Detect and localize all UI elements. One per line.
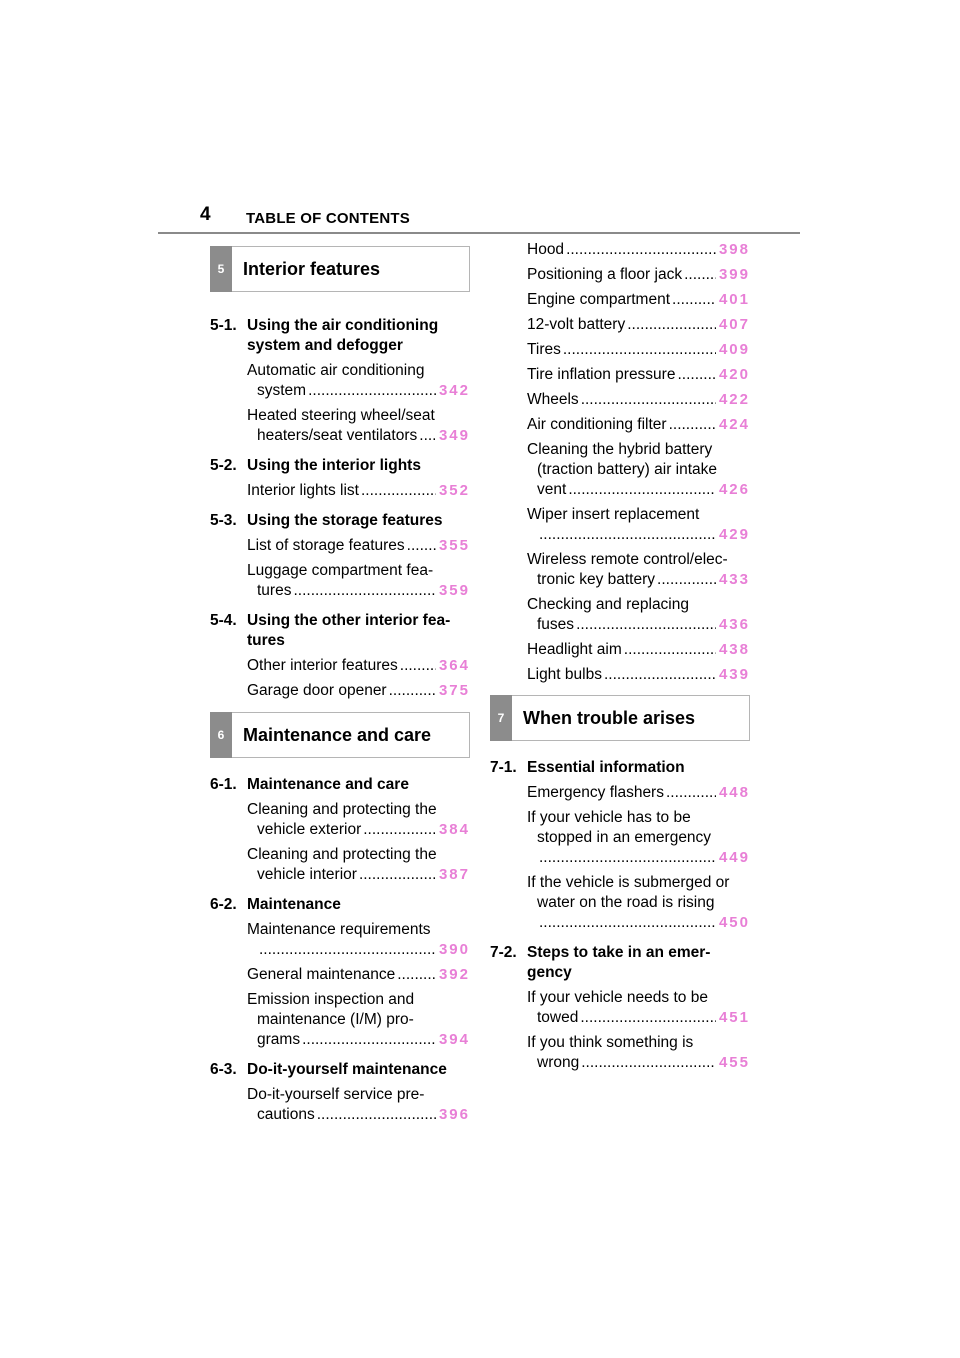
toc-entry[interactable]: Luggage compartment fea-tures359	[247, 561, 470, 601]
page-link[interactable]: 409	[718, 341, 750, 358]
page-link[interactable]: 426	[718, 481, 750, 498]
chapter-heading: 7-1.Essential information	[490, 759, 685, 776]
toc-entry[interactable]: Positioning a floor jack399	[527, 265, 750, 285]
page-link[interactable]: 438	[718, 641, 750, 658]
page-link[interactable]: 448	[718, 784, 750, 801]
page-link[interactable]: 420	[718, 366, 750, 383]
page-link[interactable]: 364	[438, 657, 470, 674]
page-link[interactable]: 407	[718, 316, 750, 333]
page-link[interactable]: 399	[718, 266, 750, 283]
page-link[interactable]: 375	[438, 682, 470, 699]
header-divider	[158, 232, 800, 234]
toc-entry[interactable]: Wireless remote control/elec-tronic key …	[527, 550, 750, 590]
chapter-heading: 6-1.Maintenance and care	[210, 776, 409, 793]
page-link[interactable]: 451	[718, 1009, 750, 1026]
toc-entry[interactable]: Tire inflation pressure420	[527, 365, 750, 385]
toc-entry[interactable]: Tires409	[527, 340, 750, 360]
toc-entry[interactable]: Wiper insert replacement429	[527, 505, 750, 545]
page-link[interactable]: 390	[438, 941, 470, 958]
page-link[interactable]: 422	[718, 391, 750, 408]
chapter-heading: 5-2.Using the interior lights	[210, 457, 421, 474]
chapter-heading: 5-1.Using the air conditioning system an…	[210, 317, 439, 354]
chapter-heading: 5-4.Using the other interior fea- tures	[210, 612, 451, 649]
section-header-7[interactable]: 7 When trouble arises	[490, 695, 750, 741]
section-header-6[interactable]: 6 Maintenance and care	[210, 712, 470, 758]
chapter-heading: 6-3.Do-it-yourself maintenance	[210, 1061, 447, 1078]
page-link[interactable]: 398	[718, 241, 750, 258]
toc-entry[interactable]: If you think something iswrong455	[527, 1033, 750, 1073]
toc-column-right: Hood398 Positioning a floor jack399 Engi…	[490, 240, 750, 1073]
page-link[interactable]: 349	[438, 427, 470, 444]
page-link[interactable]: 424	[718, 416, 750, 433]
page-number: 4	[200, 204, 211, 225]
page-link[interactable]: 433	[718, 571, 750, 588]
toc-entry[interactable]: Do-it-yourself service pre-cautions396	[247, 1085, 470, 1125]
toc-entry[interactable]: Maintenance requirements390	[247, 920, 470, 960]
toc-entry[interactable]: Air conditioning filter424	[527, 415, 750, 435]
page-link[interactable]: 384	[438, 821, 470, 838]
toc-entry[interactable]: Emergency flashers448	[527, 783, 750, 803]
page-link[interactable]: 342	[438, 382, 470, 399]
chapter-heading: 7-2.Steps to take in an emer- gency	[490, 944, 711, 981]
toc-entry[interactable]: 12-volt battery407	[527, 315, 750, 335]
section-title: Maintenance and care	[243, 724, 432, 745]
toc-entry[interactable]: General maintenance392	[247, 965, 470, 985]
page-link[interactable]: 449	[718, 849, 750, 866]
page-link[interactable]: 352	[438, 482, 470, 499]
section-header-5[interactable]: 5 Interior features	[210, 246, 470, 292]
toc-column-left: 5 Interior features 5-1.Using the air co…	[210, 246, 470, 1125]
toc-entry[interactable]: Automatic air conditioningsystem342	[247, 361, 470, 401]
page-link[interactable]: 392	[438, 966, 470, 983]
page-link[interactable]: 387	[438, 866, 470, 883]
section-tab-5: 5	[210, 246, 232, 292]
chapter-heading: 6-2.Maintenance	[210, 896, 341, 913]
toc-entry[interactable]: Other interior features364	[247, 656, 470, 676]
page-link[interactable]: 429	[718, 526, 750, 543]
toc-entry[interactable]: Headlight aim438	[527, 640, 750, 660]
toc-entry[interactable]: List of storage features355	[247, 536, 470, 556]
toc-entry[interactable]: Light bulbs439	[527, 665, 750, 685]
section-title: When trouble arises	[523, 707, 696, 728]
page-link[interactable]: 455	[718, 1054, 750, 1071]
toc-entry[interactable]: If your vehicle needs to betowed451	[527, 988, 750, 1028]
page-link[interactable]: 394	[438, 1031, 470, 1048]
chapter-heading: 5-3.Using the storage features	[210, 512, 443, 529]
page-link[interactable]: 355	[438, 537, 470, 554]
section-tab-7: 7	[490, 695, 512, 741]
toc-entry[interactable]: Hood398	[527, 240, 750, 260]
toc-entry[interactable]: Checking and replacingfuses436	[527, 595, 750, 635]
section-title: Interior features	[243, 258, 381, 279]
toc-entry[interactable]: Garage door opener375	[247, 681, 470, 701]
toc-entry[interactable]: Wheels422	[527, 390, 750, 410]
toc-entry[interactable]: Interior lights list352	[247, 481, 470, 501]
toc-entry[interactable]: Cleaning the hybrid battery(traction bat…	[527, 440, 750, 500]
page-link[interactable]: 436	[718, 616, 750, 633]
page-header-title: TABLE OF CONTENTS	[246, 210, 410, 227]
page-link[interactable]: 396	[438, 1106, 470, 1123]
page-link[interactable]: 439	[718, 666, 750, 683]
page-link[interactable]: 401	[718, 291, 750, 308]
page-link[interactable]: 359	[438, 582, 470, 599]
toc-entry[interactable]: Engine compartment401	[527, 290, 750, 310]
page-link[interactable]: 450	[718, 914, 750, 931]
section-tab-6: 6	[210, 712, 232, 758]
